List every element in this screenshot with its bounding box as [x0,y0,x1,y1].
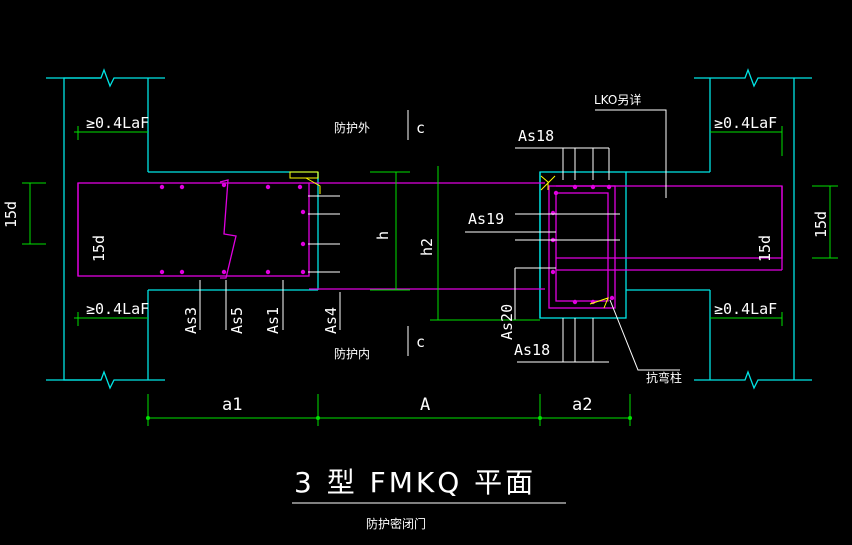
as5-tie-bar [219,179,237,279]
hook-label-left: 15d [90,235,108,262]
dim-label-h: h [374,231,392,240]
column-frame-hatch-low [589,297,609,309]
wall-outline [46,68,812,390]
column-stirrup-inner [555,192,609,302]
as19-label: As19 [468,210,504,228]
left-frame-hatch [289,171,319,179]
dim-label-A: A [420,395,430,415]
anchor-label-bottom-right: ≥0.4LaF [714,300,777,318]
outside-label: 防护外 [334,120,370,135]
dimension-lines [22,126,838,426]
detail-lines [199,109,680,504]
drawing-title: 3 型 FMKQ 平面 [294,466,536,499]
column-note: 抗弯柱 [646,370,682,385]
anchor-label-top-left: ≥0.4LaF [86,114,149,132]
lko-leader [595,109,667,198]
column-frame-hatch [540,175,556,191]
anchor-label-top-right: ≥0.4LaF [714,114,777,132]
anchor-label-bottom-left: ≥0.4LaF [86,300,149,318]
section-label-bottom: c [416,333,425,351]
dim-label-15d-right: 15d [812,211,830,238]
dim-ticks [146,416,632,420]
right-pier-break-top [694,68,812,88]
hook-label-right: 15d [756,235,774,262]
as4-label: As4 [322,307,340,334]
right-pier-break-bottom [694,370,812,390]
dim-label-a1: a1 [222,395,242,415]
inside-label: 防护内 [334,346,370,361]
as20-label: As20 [498,304,516,340]
as18-top-label: As18 [518,127,554,145]
dim-label-a2: a2 [572,395,592,415]
frame-hatch [289,171,609,309]
annotation-text: ≥0.4LaF ≥0.4LaF ≥0.4LaF ≥0.4LaF 15d 15d … [2,114,830,415]
section-label-top: c [416,119,425,137]
lko-note: LKO另详 [594,92,641,107]
rebar-group [77,179,783,309]
chinese-notes: 防护外 防护内 LKO另详 抗弯柱 防护密闭门 [334,92,682,531]
column-note-leader [609,299,680,371]
dim-label-h2: h2 [418,238,436,256]
left-pier-break-bottom [46,370,165,390]
as5-label: As5 [228,307,246,334]
as3-label: As3 [182,307,200,334]
left-frame-angle [305,177,321,194]
drawing-subtitle: 防护密闭门 [366,516,426,531]
dim-label-15d-left: 15d [2,201,20,228]
left-bar-dots [159,182,306,275]
as1-label: As1 [264,307,282,334]
left-pier-break-top [46,68,165,88]
as18-bottom-label: As18 [514,341,550,359]
